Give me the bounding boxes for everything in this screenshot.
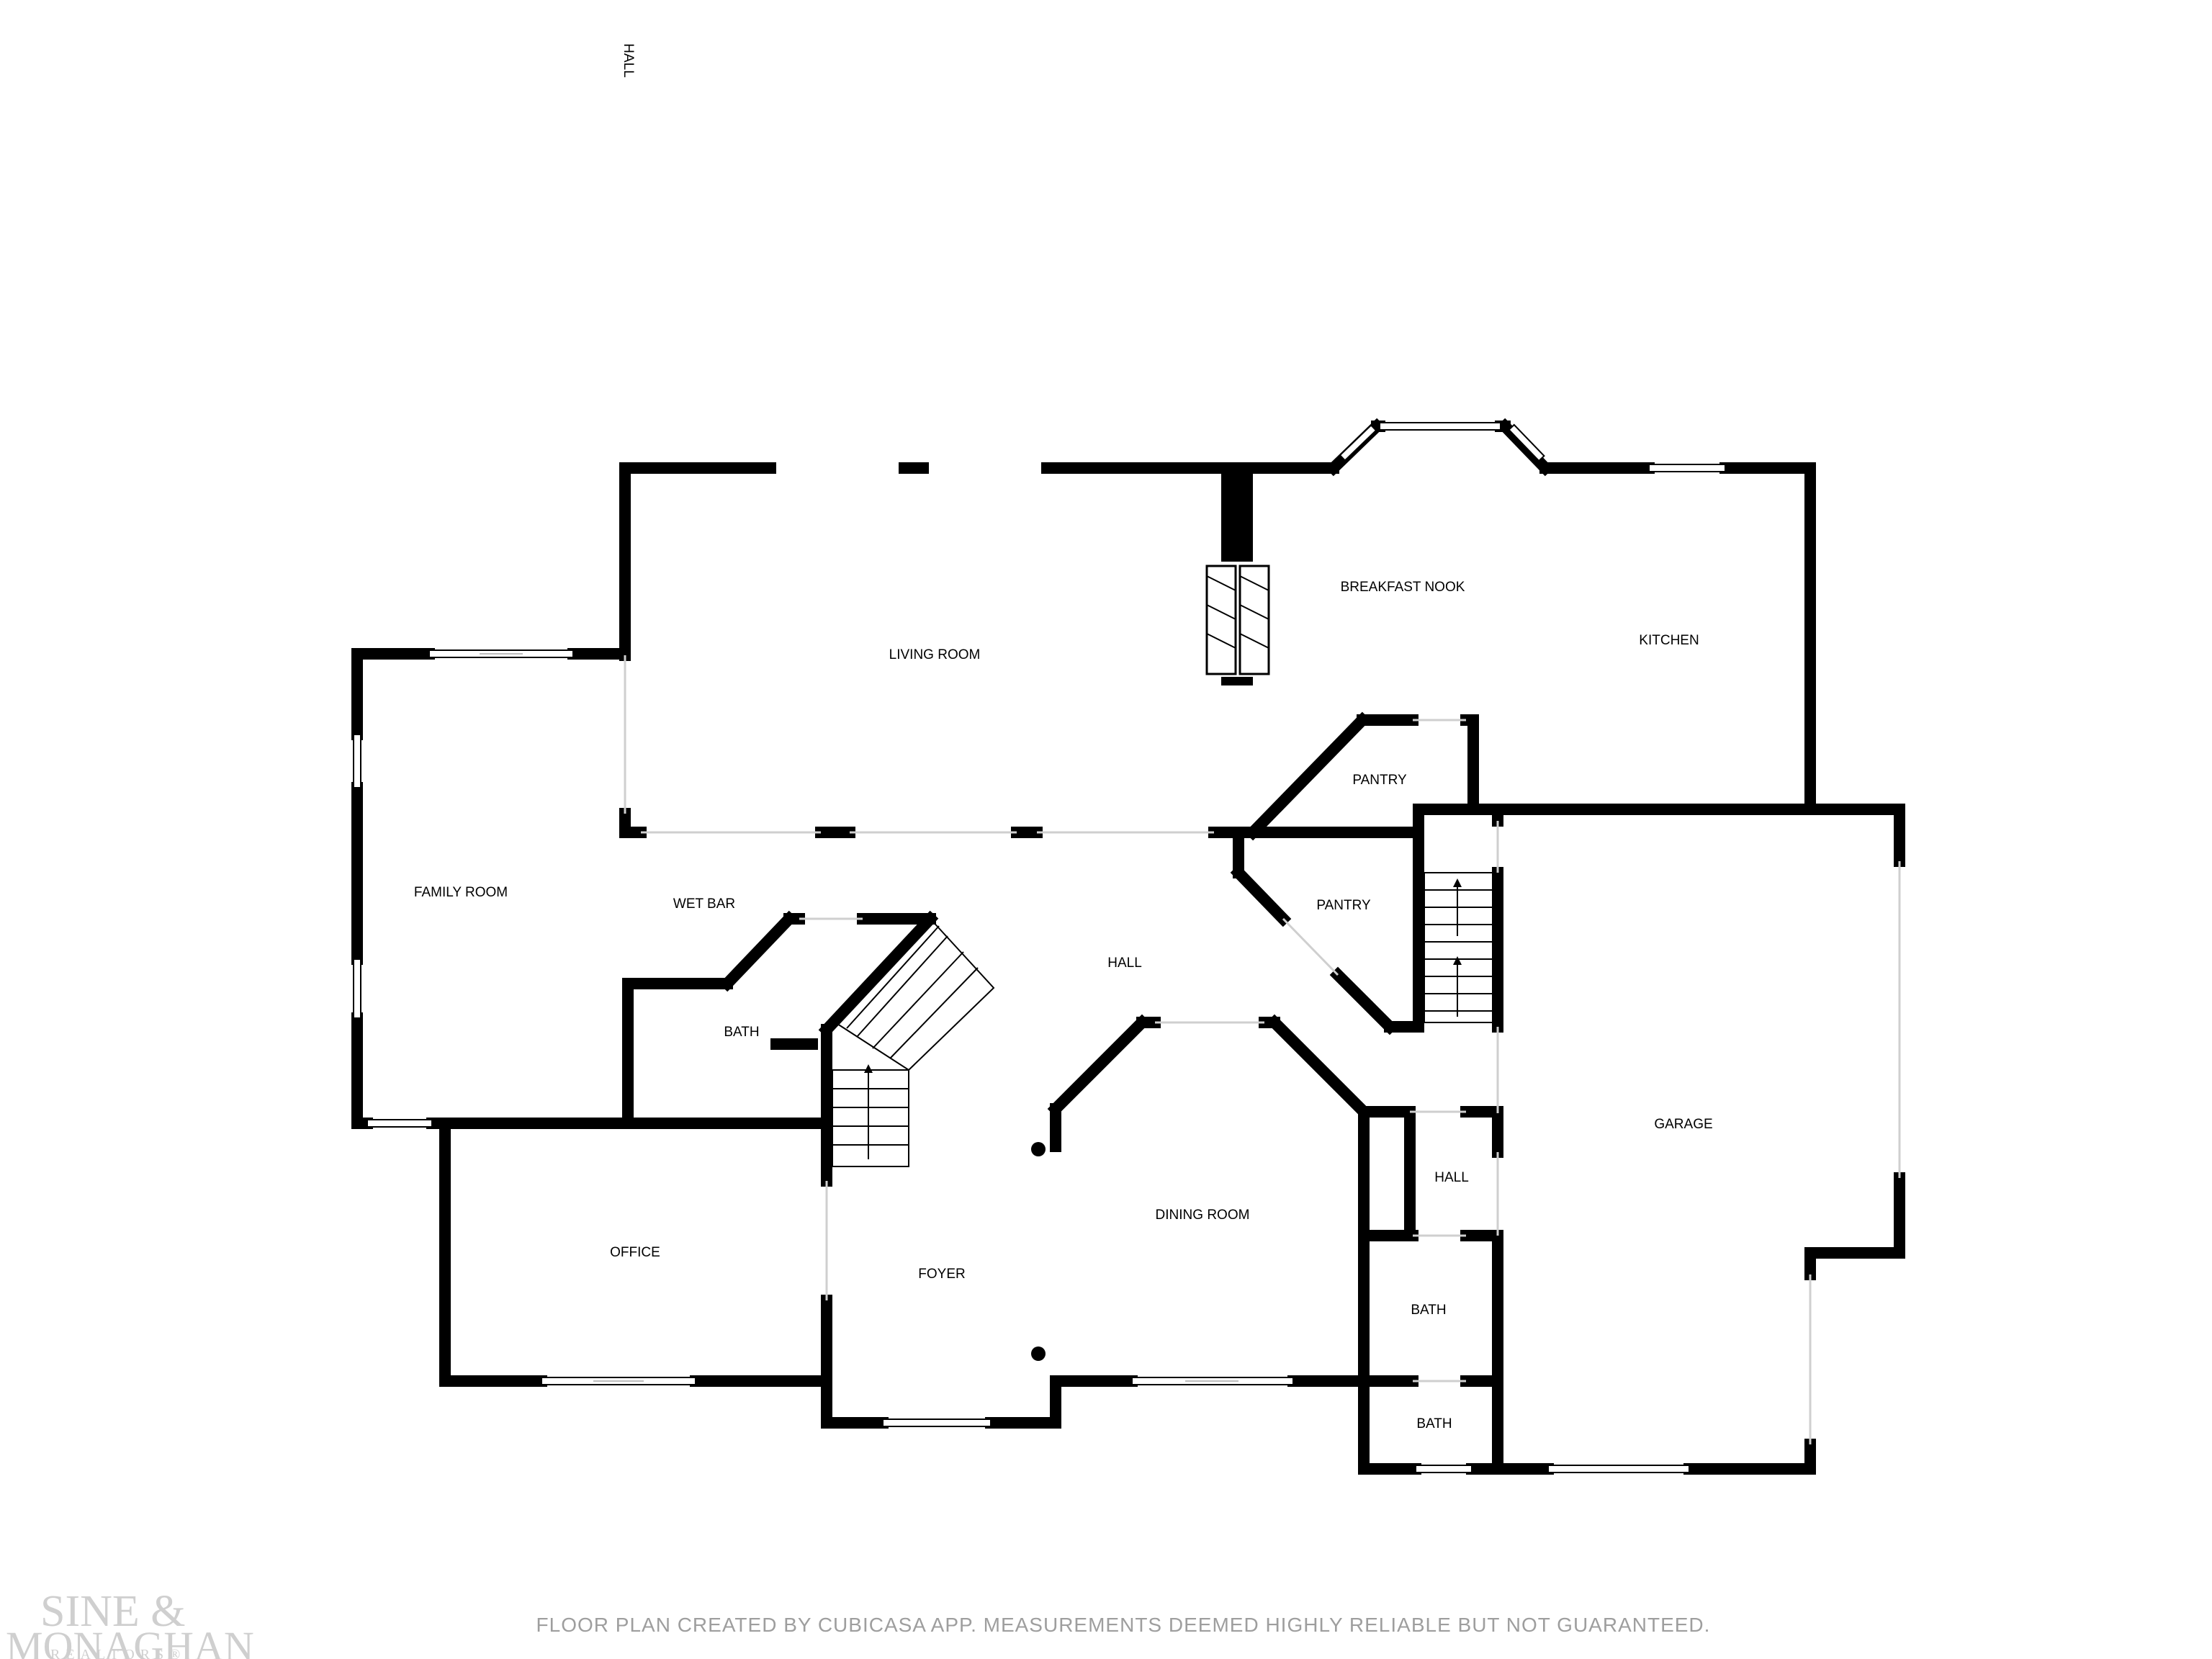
room-label-bath-right-upper: BATH (1411, 1303, 1446, 1318)
room-label-family-room: FAMILY ROOM (414, 885, 508, 900)
room-label-bath-right-lower: BATH (1416, 1416, 1452, 1431)
room-label-pantry-lower: PANTRY (1316, 898, 1371, 913)
main-staircase (832, 917, 995, 1167)
logo-line-2: MONAGHAN (6, 1623, 254, 1659)
logo-line-1: SINE & (40, 1587, 186, 1636)
foyer-column-upper (1031, 1142, 1046, 1156)
room-label-bath-left: BATH (724, 1025, 759, 1040)
room-label-dining-room: DINING ROOM (1156, 1208, 1250, 1223)
realtor-logo: SINE & MONAGHAN REALTORS® (6, 1587, 254, 1659)
room-label-hall-center: HALL (1107, 956, 1142, 971)
openings (624, 655, 1901, 1444)
foyer-column-lower (1031, 1346, 1046, 1361)
room-label-foyer: FOYER (918, 1267, 965, 1282)
room-label-hall-top: HALL (621, 43, 636, 78)
room-label-office: OFFICE (610, 1245, 660, 1260)
room-labels: HALL LIVING ROOM BREAKFAST NOOK KITCHEN … (414, 43, 1713, 1431)
floor-plan-disclaimer: FLOOR PLAN CREATED BY CUBICASA APP. MEAS… (536, 1614, 1711, 1636)
windows (353, 422, 1726, 1473)
room-label-pantry-upper: PANTRY (1352, 773, 1407, 788)
logo-line-3: REALTORS® (50, 1647, 186, 1659)
fireplace (1205, 565, 1270, 675)
walls (351, 418, 1905, 1475)
room-label-garage: GARAGE (1654, 1117, 1712, 1132)
room-label-living-room: LIVING ROOM (889, 647, 981, 662)
garage-staircase (1424, 872, 1494, 1023)
room-label-breakfast-nook: BREAKFAST NOOK (1341, 580, 1465, 595)
room-label-wet-bar: WET BAR (673, 896, 735, 912)
room-label-kitchen: KITCHEN (1639, 633, 1699, 648)
room-label-hall-right: HALL (1434, 1170, 1469, 1185)
